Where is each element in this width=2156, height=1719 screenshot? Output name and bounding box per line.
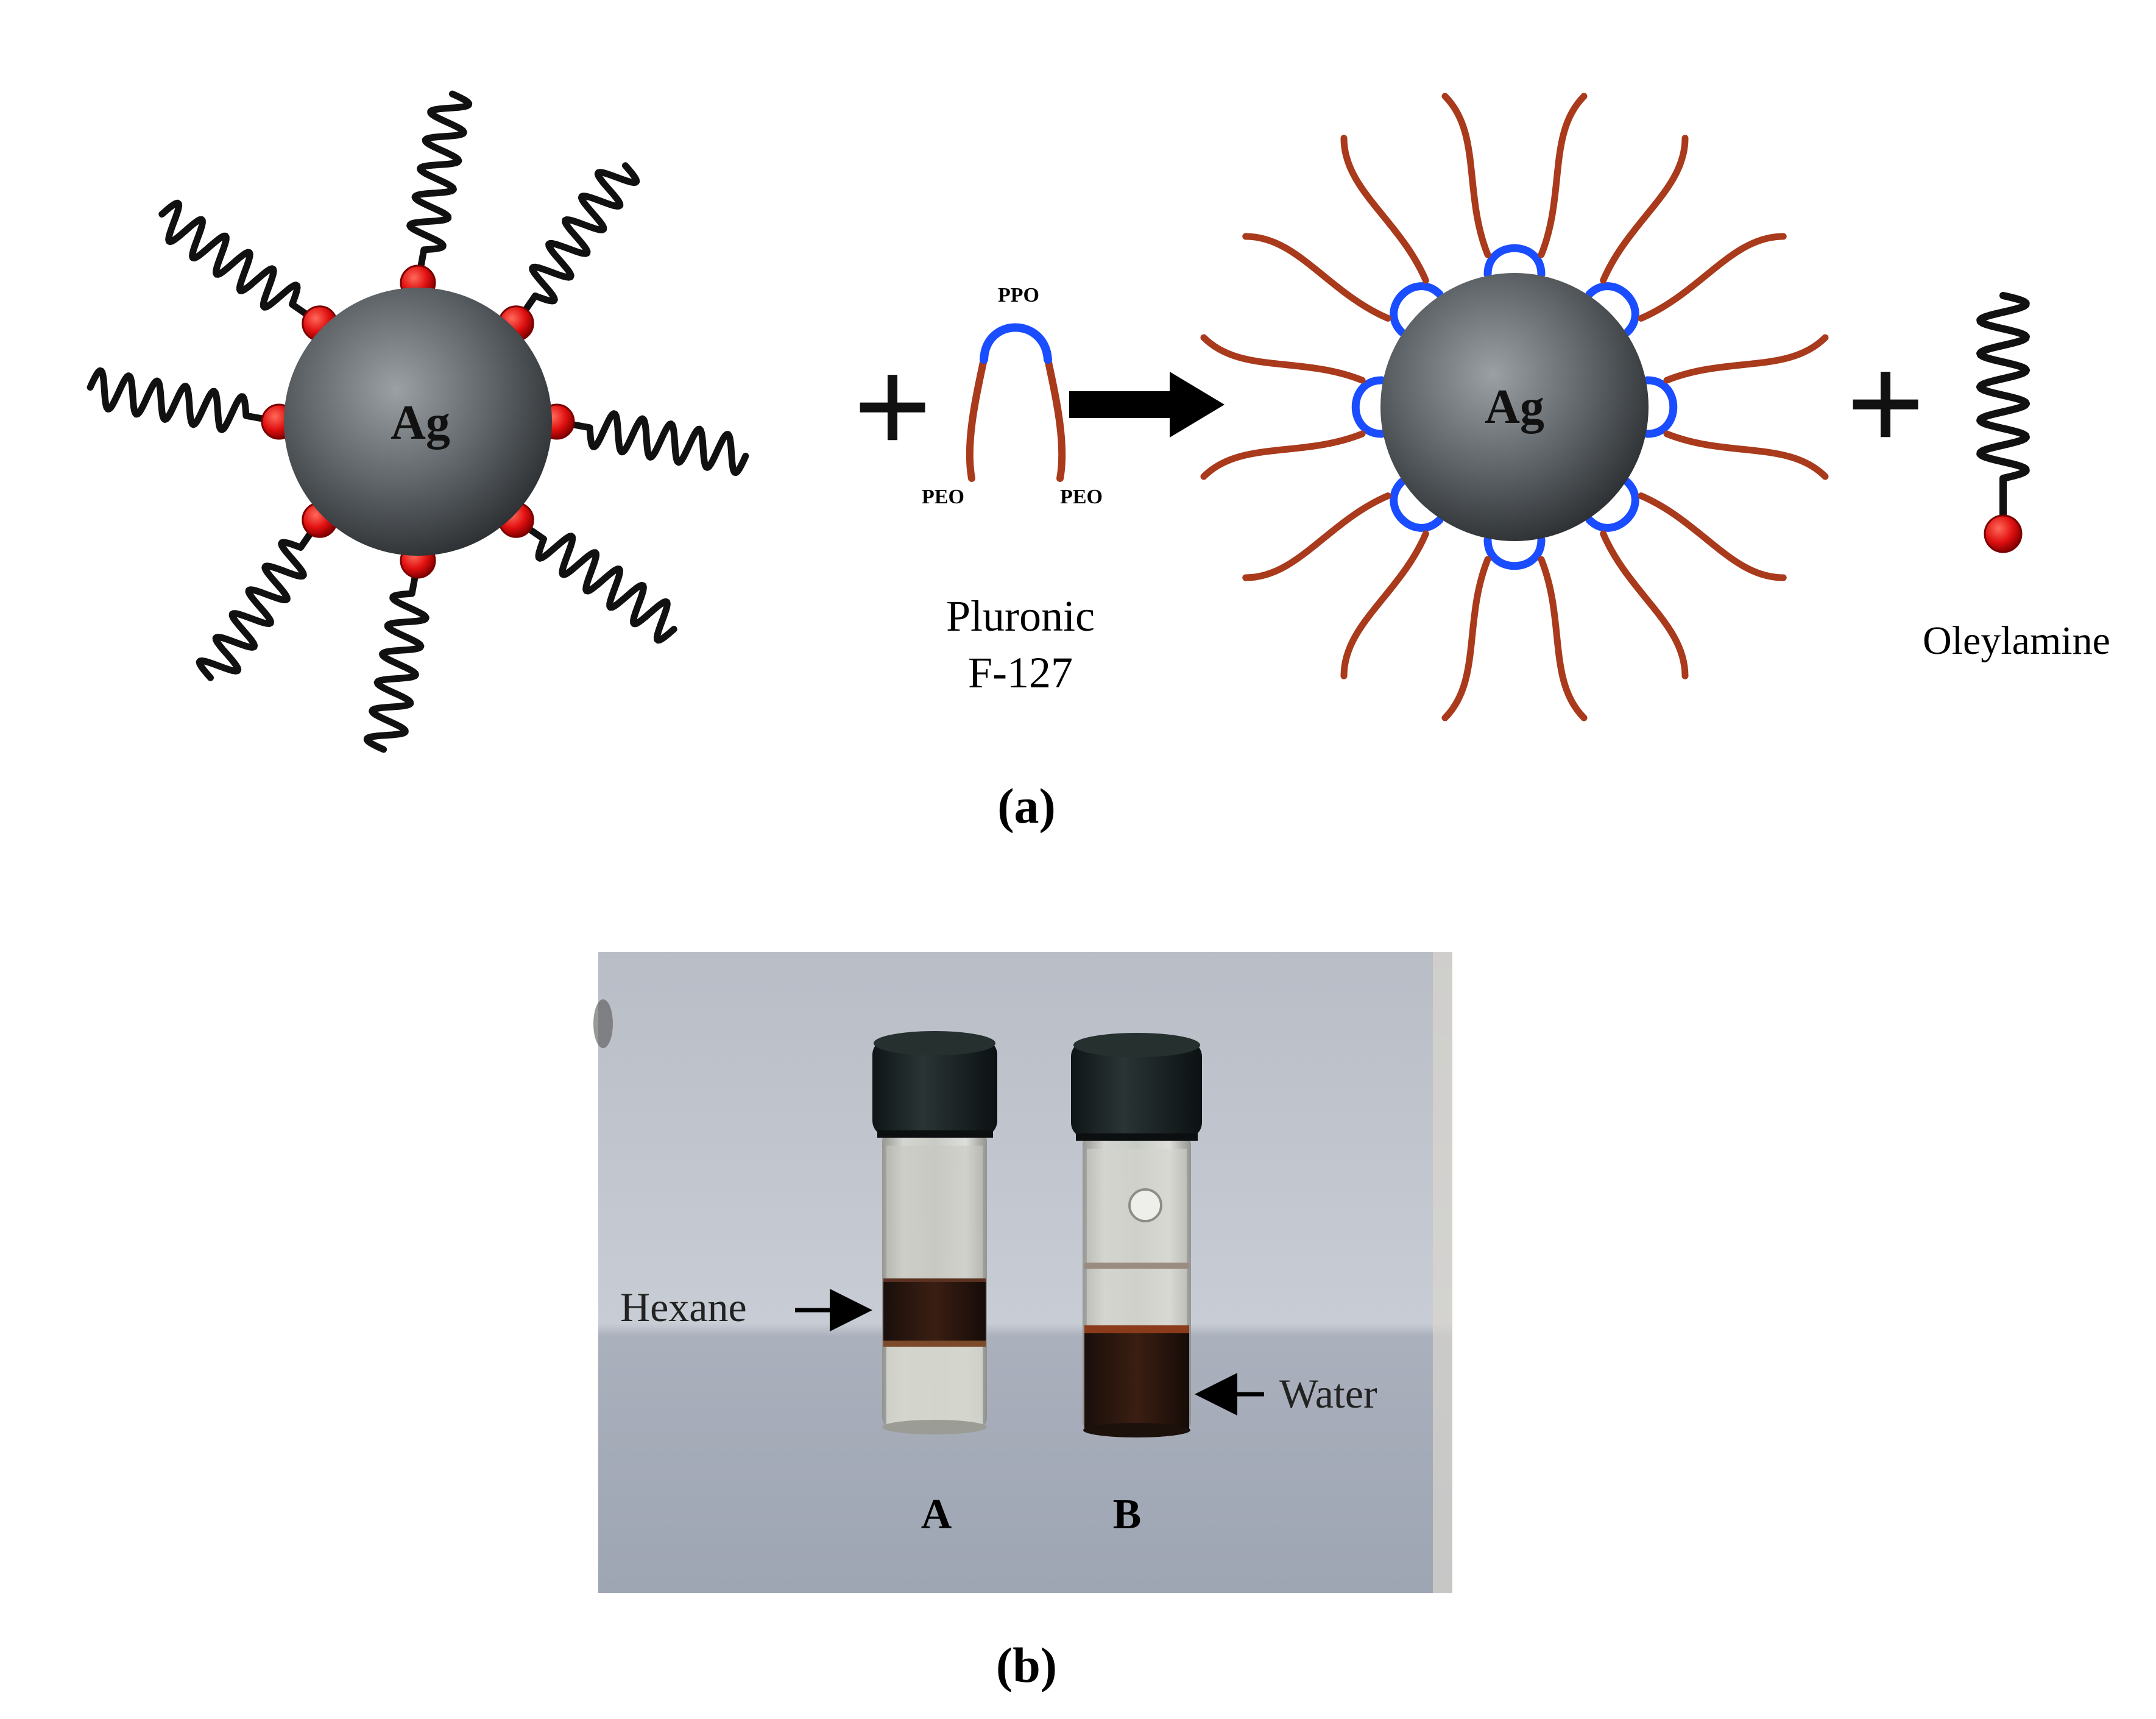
peo-tail-top-b bbox=[1538, 93, 1588, 258]
oleylamine-chain-bottom-right bbox=[512, 516, 677, 644]
peo-tail-right-b bbox=[1663, 430, 1829, 480]
ppo-loop-bottom-right bbox=[1585, 478, 1639, 532]
vial-b-meniscus bbox=[1084, 1263, 1189, 1269]
vial-a-cap-top bbox=[874, 1031, 995, 1055]
peo-tail-top-left-b bbox=[1340, 135, 1429, 284]
ag-label-left: Ag bbox=[391, 396, 450, 450]
peo-block-left bbox=[966, 356, 988, 482]
pluronic-label-line2: F-127 bbox=[968, 648, 1073, 697]
oleylamine-chain-top-right bbox=[512, 162, 640, 327]
photo-corner-shadow bbox=[593, 999, 613, 1048]
ppo-block bbox=[980, 323, 1052, 364]
reaction-arrow bbox=[1069, 372, 1225, 438]
vial-b-interface bbox=[1084, 1325, 1189, 1334]
ag-nanoparticle-right bbox=[1380, 273, 1649, 541]
oleylamine-chain-top bbox=[406, 90, 473, 286]
hexane-label: Hexane bbox=[620, 1284, 747, 1330]
ppo-loop-top-right bbox=[1585, 282, 1639, 336]
ppo-loop-left bbox=[1351, 376, 1386, 438]
peo-tail-bottom-right-b bbox=[1600, 530, 1689, 679]
pluronic-label-line1: Pluronic bbox=[946, 592, 1095, 640]
vial-a-cap bbox=[872, 1039, 997, 1136]
vial-a-top-clear bbox=[886, 1146, 983, 1283]
peo-tail-bottom-left-b bbox=[1242, 492, 1391, 581]
peo-block-right bbox=[1044, 356, 1066, 482]
plus-sign-2: + bbox=[1845, 326, 1925, 481]
peo-label-left: PEO bbox=[922, 486, 964, 508]
oleylamine-chain-top-left bbox=[158, 199, 323, 327]
vial-b-top-clear bbox=[1087, 1149, 1187, 1331]
peo-tail-top-right-b bbox=[1638, 233, 1787, 322]
vial-a bbox=[872, 1031, 997, 1434]
oleylamine-chains-group bbox=[87, 90, 749, 753]
panel-a-caption: (a) bbox=[997, 778, 1056, 834]
photo-edge-shadow bbox=[1433, 952, 1452, 1593]
ppo-loop-right bbox=[1643, 376, 1678, 438]
peo-tail-bottom-b bbox=[1441, 556, 1491, 721]
vial-a-label: A bbox=[921, 1491, 952, 1538]
vial-b-cap bbox=[1071, 1041, 1202, 1138]
ppo-loop-bottom bbox=[1483, 536, 1546, 570]
vial-a-interface bbox=[883, 1341, 986, 1347]
vial-a-base bbox=[882, 1420, 987, 1434]
oleylamine-label: Oleylamine bbox=[1923, 618, 2110, 663]
peo-tail-bottom-a bbox=[1538, 556, 1588, 721]
plus-sign-1: + bbox=[852, 329, 932, 484]
vial-photograph: Hexane Water A B bbox=[593, 952, 1452, 1593]
panel-b-caption: (b) bbox=[996, 1637, 1057, 1693]
vial-b-cap-top bbox=[1073, 1033, 1200, 1057]
vial-a-hexane-layer bbox=[883, 1280, 986, 1345]
free-oleylamine-chain bbox=[1976, 292, 2030, 528]
ppo-loop-top-left bbox=[1390, 282, 1444, 336]
oleylamine-chain-bottom-left bbox=[196, 516, 323, 681]
water-label: Water bbox=[1279, 1370, 1377, 1417]
peo-tail-bottom-right-a bbox=[1638, 492, 1787, 581]
vial-a-hexane-top-line bbox=[883, 1278, 986, 1282]
vial-b-bubble bbox=[1128, 1188, 1162, 1222]
ag-label-right: Ag bbox=[1485, 380, 1544, 434]
ppo-loop-bottom-left bbox=[1390, 478, 1444, 532]
oleylamine-chain-left bbox=[87, 367, 283, 433]
pluronic-molecule bbox=[966, 323, 1066, 482]
peo-tail-bottom-left-a bbox=[1340, 530, 1429, 679]
peo-tail-top-right-a bbox=[1600, 135, 1689, 284]
oleylamine-chain-right bbox=[553, 410, 749, 477]
peo-tail-top-left-a bbox=[1242, 233, 1391, 322]
free-oleylamine-headgroup bbox=[1984, 514, 2023, 553]
vial-b-base bbox=[1083, 1423, 1190, 1437]
vial-b-water-layer bbox=[1084, 1333, 1189, 1430]
vial-b-label: B bbox=[1113, 1491, 1142, 1538]
photo-background bbox=[598, 952, 1452, 1593]
pluronic-shell-group bbox=[1200, 93, 1829, 721]
peo-tail-left-a bbox=[1200, 430, 1366, 480]
peo-tail-right-a bbox=[1663, 334, 1829, 384]
peo-tail-left-b bbox=[1200, 334, 1366, 384]
peo-label-right: PEO bbox=[1060, 486, 1103, 508]
ag-nanoparticle-left bbox=[284, 288, 552, 556]
vial-b bbox=[1071, 1033, 1202, 1437]
oleylamine-chain-bottom bbox=[363, 557, 429, 753]
peo-tail-top-a bbox=[1441, 93, 1491, 258]
vial-a-water-layer bbox=[886, 1347, 983, 1425]
ppo-loop-top bbox=[1483, 244, 1546, 278]
ppo-label: PPO bbox=[998, 284, 1039, 307]
